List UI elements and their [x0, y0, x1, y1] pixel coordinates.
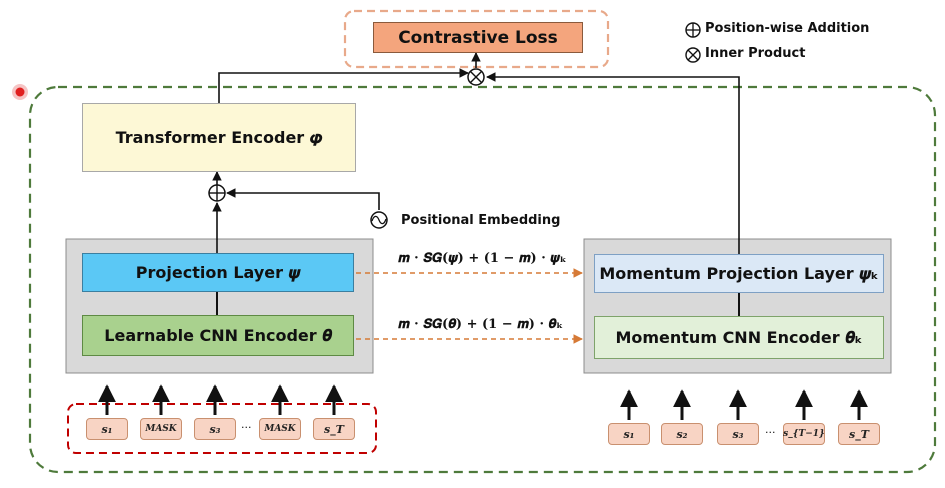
outer-region-border: [28, 85, 937, 474]
transformer-encoder-label: Transformer Encoder 𝝋: [115, 127, 323, 147]
projection-layer-box: Projection Layer 𝝍: [82, 253, 354, 292]
projection-update-formula: 𝒎 · 𝑺𝑮(𝝍) + (𝟏 − 𝒎) · 𝝍ₖ: [398, 251, 567, 266]
record-indicator-icon: [12, 84, 28, 100]
right-token-sT-1: s_{T−1}: [783, 423, 825, 445]
momentum-projection-layer-label: Momentum Projection Layer 𝝍ₖ: [599, 263, 879, 283]
left-input-arrows: [98, 384, 343, 415]
right-token-s3: s₃: [717, 423, 759, 445]
right-token-sT: s_T: [838, 423, 880, 445]
contrastive-loss-label: Contrastive Loss: [398, 27, 558, 48]
positional-embedding-label: Positional Embedding: [401, 213, 561, 228]
cnn-update-formula: 𝒎 · 𝑺𝑮(𝜽) + (𝟏 − 𝒎) · 𝜽ₖ: [398, 317, 564, 332]
transformer-to-product-arrow: [218, 68, 469, 110]
left-token-ellipsis: ···: [241, 421, 252, 434]
inner-product-icon: [467, 68, 485, 86]
legend-addition-label: Position-wise Addition: [705, 21, 870, 36]
position-addition-icon: [208, 184, 226, 202]
transformer-encoder-box: Transformer Encoder 𝝋: [82, 103, 356, 172]
momentum-projection-layer-box: Momentum Projection Layer 𝝍ₖ: [594, 254, 884, 293]
left-token-sT: s_T: [313, 418, 355, 440]
left-token-mask-1: MASK: [140, 418, 182, 440]
momentum-to-product-arrow: [486, 72, 740, 254]
legend-product-icon: [685, 47, 701, 63]
right-token-s1: s₁: [608, 423, 650, 445]
legend-addition-icon: [685, 22, 701, 38]
learnable-cnn-encoder-label: Learnable CNN Encoder 𝜽: [104, 325, 332, 345]
contrastive-loss-box: Contrastive Loss: [373, 22, 583, 53]
left-token-s1: s₁: [86, 418, 128, 440]
left-token-s3: s₃: [194, 418, 236, 440]
masked-input-border: [67, 403, 377, 454]
learnable-cnn-encoder-box: Learnable CNN Encoder 𝜽: [82, 315, 354, 356]
momentum-cnn-encoder-box: Momentum CNN Encoder 𝜽ₖ: [594, 316, 884, 359]
momentum-cnn-encoder-label: Momentum CNN Encoder 𝜽ₖ: [615, 327, 863, 347]
projection-layer-label: Projection Layer 𝝍: [135, 262, 301, 282]
legend-product-label: Inner Product: [705, 46, 806, 61]
positional-embedding-icon: [370, 211, 388, 229]
right-input-arrows: [620, 389, 868, 420]
right-token-ellipsis: ···: [765, 426, 776, 439]
positional-to-addition-arrow: [226, 188, 380, 210]
left-token-mask-2: MASK: [259, 418, 301, 440]
right-token-s2: s₂: [661, 423, 703, 445]
